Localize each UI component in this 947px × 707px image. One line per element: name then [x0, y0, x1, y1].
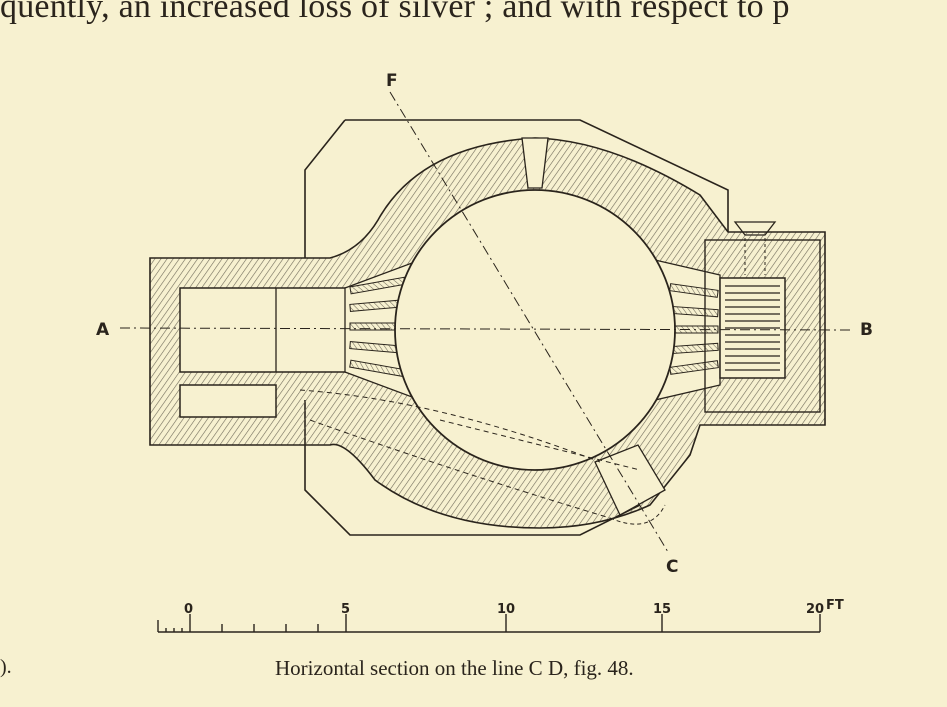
- scale-unit: FT: [826, 598, 844, 613]
- outer-casing: [304, 119, 729, 536]
- label-b: B: [860, 320, 873, 340]
- section-lines: [119, 91, 851, 553]
- scale-tick-5: 5: [341, 602, 350, 617]
- body-text-line: quently, an increased loss of silver ; a…: [0, 0, 790, 25]
- label-f: F: [386, 71, 398, 91]
- scale-tick-20: 20: [806, 602, 824, 617]
- scale-tick-10: 10: [497, 602, 515, 617]
- top-notch: [521, 137, 549, 189]
- figure-number: ).: [0, 656, 12, 678]
- label-a: A: [96, 320, 110, 340]
- scale-bar: [157, 614, 821, 633]
- flue-chambers: [179, 287, 397, 418]
- figure-caption: Horizontal section on the line C D, fig.…: [275, 656, 634, 680]
- hearth-circle: [394, 189, 676, 471]
- fire-grate: [704, 221, 821, 413]
- tap-outlet: [594, 444, 666, 525]
- label-c: C: [666, 557, 678, 577]
- scale-tick-0: 0: [184, 602, 193, 617]
- scale-tick-15: 15: [653, 602, 671, 617]
